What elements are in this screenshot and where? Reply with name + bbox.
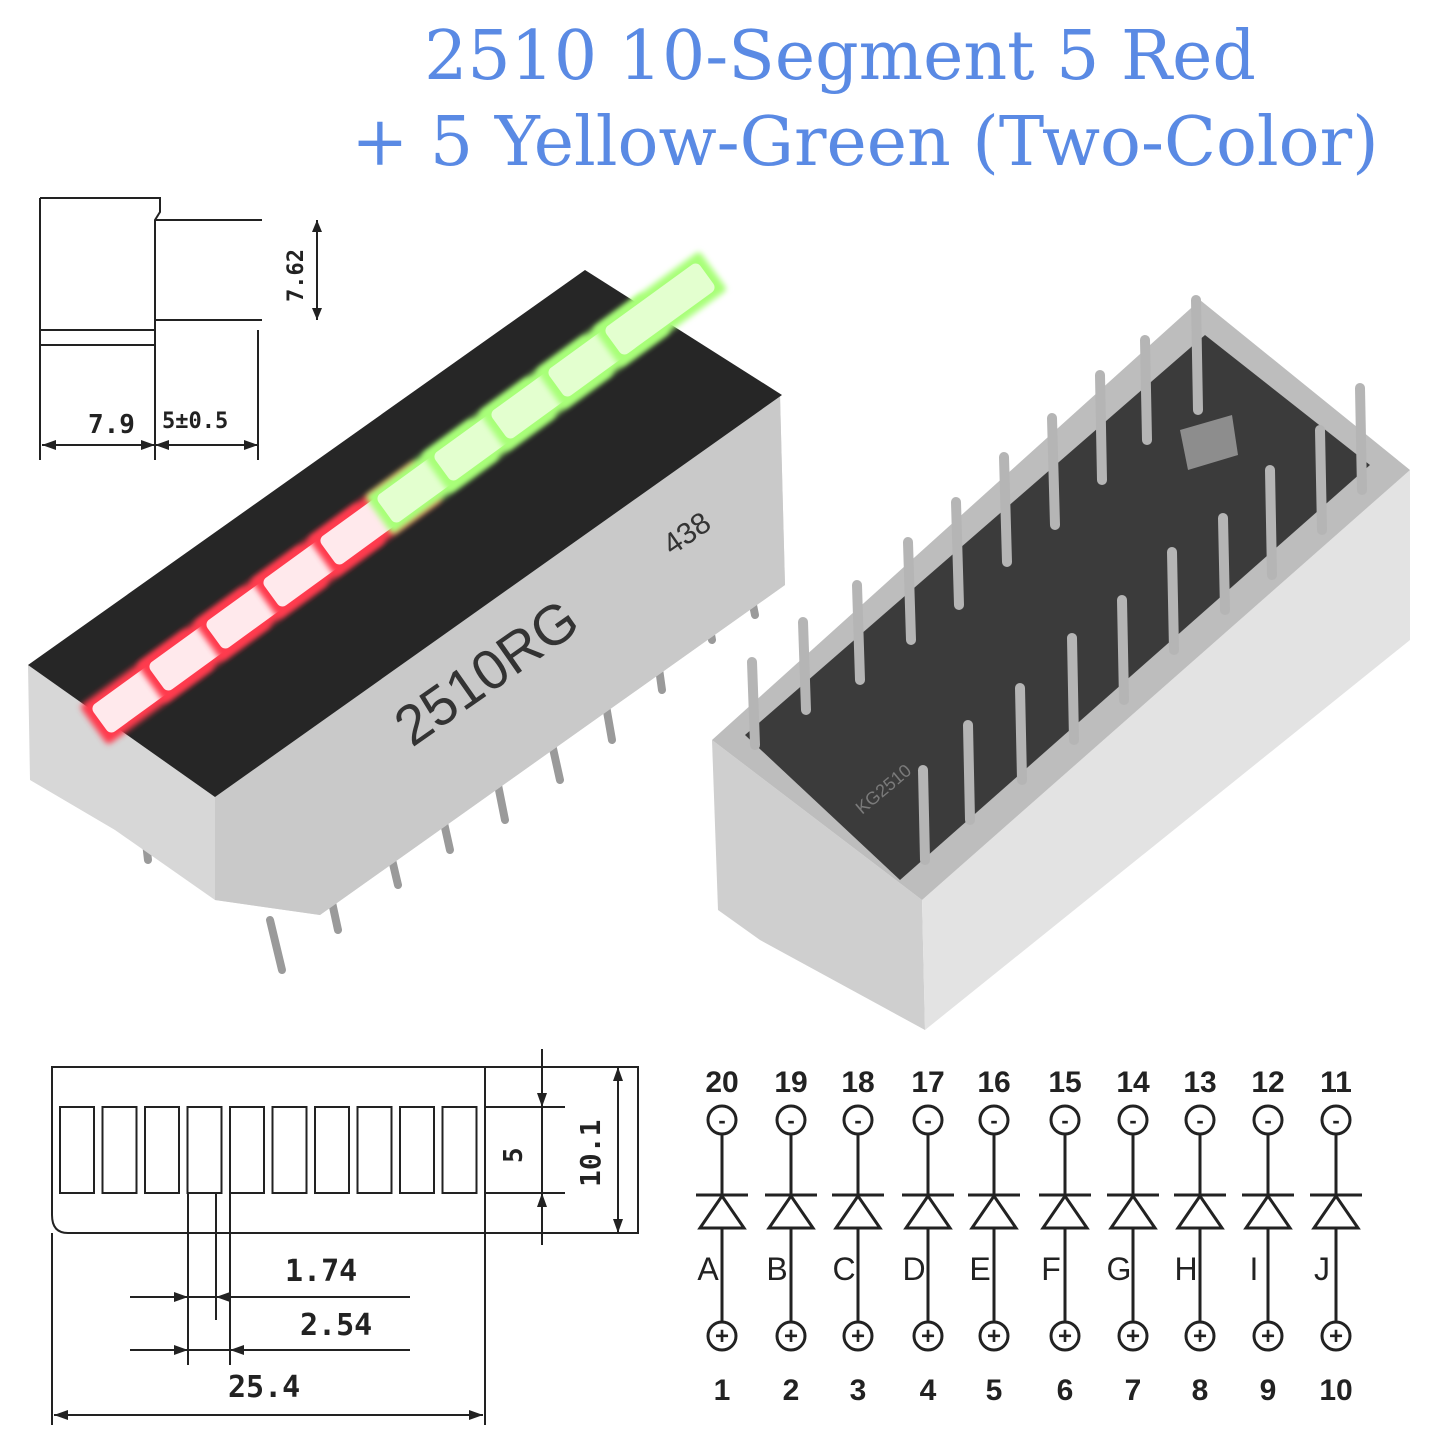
title-line-1: 2510 10-Segment 5 Red bbox=[424, 17, 1256, 96]
slot-9 bbox=[399, 1106, 435, 1194]
slot-10 bbox=[441, 1106, 478, 1194]
slot-4 bbox=[186, 1106, 223, 1194]
title-block: 2510 10-Segment 5 Red + 5 Yellow-Green (… bbox=[0, 14, 1440, 186]
cathode-symbol: - bbox=[1332, 1108, 1339, 1133]
cathode-symbol: - bbox=[1129, 1108, 1136, 1133]
cathode-symbol: - bbox=[854, 1108, 861, 1133]
top-pin-label: 17 bbox=[911, 1066, 944, 1099]
bottom-pin-label: 6 bbox=[1057, 1374, 1074, 1407]
diode-A: 20 - A +1 bbox=[696, 1066, 748, 1407]
dim-25-4: 25.4 bbox=[228, 1370, 300, 1405]
segment-letter: D bbox=[902, 1251, 925, 1287]
slot-3 bbox=[144, 1106, 180, 1194]
side-view-drawing: 7.62 7.9 5±0.5 bbox=[39, 197, 322, 460]
top-view-drawing: 5 10.1 1.74 2.54 25.4 bbox=[51, 1049, 639, 1425]
front-body-shade bbox=[215, 395, 785, 915]
dim-2-54: 2.54 bbox=[300, 1308, 372, 1343]
cathode-symbol: - bbox=[990, 1108, 997, 1133]
top-pin-label: 16 bbox=[977, 1066, 1010, 1099]
diode-H: 13 - H +8 bbox=[1174, 1066, 1226, 1407]
anode-symbol: + bbox=[921, 1323, 935, 1350]
back-body-left bbox=[712, 740, 925, 1030]
diode-G: 14 - G +7 bbox=[1107, 1066, 1159, 1407]
diode-B: 19 - B +2 bbox=[765, 1066, 817, 1407]
top-pin-label: 19 bbox=[774, 1066, 807, 1099]
orientation-mark bbox=[1180, 415, 1238, 470]
top-pin-label: 15 bbox=[1048, 1066, 1081, 1099]
segment-letter: G bbox=[1107, 1251, 1132, 1287]
cathode-symbol: - bbox=[1196, 1108, 1203, 1133]
segment-letter: I bbox=[1250, 1251, 1259, 1287]
slot-1 bbox=[59, 1106, 95, 1194]
diode-F: 15 - F +6 bbox=[1039, 1066, 1091, 1407]
slot-5 bbox=[229, 1106, 265, 1194]
dim-1-74: 1.74 bbox=[285, 1254, 357, 1289]
segment-letter: J bbox=[1314, 1251, 1330, 1287]
bottom-pin-label: 2 bbox=[783, 1374, 800, 1407]
anode-symbol: + bbox=[1126, 1323, 1140, 1350]
diode-D: 17 - D +4 bbox=[902, 1066, 954, 1407]
bottom-pin-label: 7 bbox=[1125, 1374, 1142, 1407]
cathode-symbol: - bbox=[718, 1108, 725, 1133]
segment-letter: E bbox=[969, 1251, 990, 1287]
top-pin-label: 13 bbox=[1183, 1066, 1216, 1099]
top-view-slots bbox=[59, 1106, 478, 1194]
anode-symbol: + bbox=[1329, 1323, 1343, 1350]
anode-symbol: + bbox=[851, 1323, 865, 1350]
bottom-pin-label: 4 bbox=[920, 1374, 937, 1407]
segment-letter: C bbox=[832, 1251, 855, 1287]
cathode-symbol: - bbox=[1264, 1108, 1271, 1133]
bottom-pin-label: 1 bbox=[714, 1374, 731, 1407]
slot-7 bbox=[314, 1106, 350, 1194]
led-segments bbox=[81, 252, 726, 744]
bottom-pin-label: 5 bbox=[986, 1374, 1003, 1407]
cathode-symbol: - bbox=[1061, 1108, 1068, 1133]
led-segment-10 bbox=[594, 252, 726, 366]
slot-6 bbox=[271, 1106, 308, 1194]
title-line-2: + 5 Yellow-Green (Two-Color) bbox=[351, 103, 1379, 182]
segment-letter: H bbox=[1174, 1251, 1197, 1287]
diode-E: 16 - E +5 bbox=[968, 1066, 1020, 1407]
bottom-pin-label: 3 bbox=[850, 1374, 867, 1407]
dim-10-1: 10.1 bbox=[574, 1120, 607, 1187]
top-pin-label: 11 bbox=[1320, 1066, 1352, 1099]
anode-symbol: + bbox=[784, 1323, 798, 1350]
anode-symbol: + bbox=[1261, 1323, 1275, 1350]
anode-symbol: + bbox=[987, 1323, 1001, 1350]
cathode-symbol: - bbox=[924, 1108, 931, 1133]
diode-C: 18 - C +3 bbox=[832, 1066, 884, 1407]
segment-letter: A bbox=[697, 1251, 719, 1287]
bottom-pin-label: 9 bbox=[1260, 1374, 1277, 1407]
segment-letter: F bbox=[1041, 1251, 1061, 1287]
top-pin-label: 14 bbox=[1116, 1066, 1150, 1099]
slot-8 bbox=[356, 1106, 393, 1194]
back-pins bbox=[747, 295, 1367, 865]
diode-J: 11 - J +10 bbox=[1310, 1066, 1362, 1407]
diode-I: 12 - I +9 bbox=[1242, 1066, 1294, 1407]
side-height-dim: 7.62 bbox=[284, 249, 309, 302]
anode-symbol: + bbox=[1193, 1323, 1207, 1350]
slot-2 bbox=[101, 1106, 138, 1194]
top-pin-label: 20 bbox=[705, 1066, 738, 1099]
side-pin-dim: 5±0.5 bbox=[162, 409, 228, 434]
anode-symbol: + bbox=[715, 1323, 729, 1350]
top-pin-label: 18 bbox=[841, 1066, 874, 1099]
segment-letter: B bbox=[766, 1251, 787, 1287]
cathode-symbol: - bbox=[787, 1108, 794, 1133]
bottom-pin-label: 8 bbox=[1192, 1374, 1209, 1407]
back-body-front bbox=[922, 470, 1410, 1030]
back-dark-face bbox=[745, 335, 1370, 880]
top-pin-label: 12 bbox=[1251, 1066, 1284, 1099]
dim-5: 5 bbox=[499, 1147, 529, 1163]
side-width-dim: 7.9 bbox=[88, 410, 135, 440]
anode-symbol: + bbox=[1058, 1323, 1072, 1350]
bottom-pin-label: 10 bbox=[1319, 1374, 1352, 1407]
